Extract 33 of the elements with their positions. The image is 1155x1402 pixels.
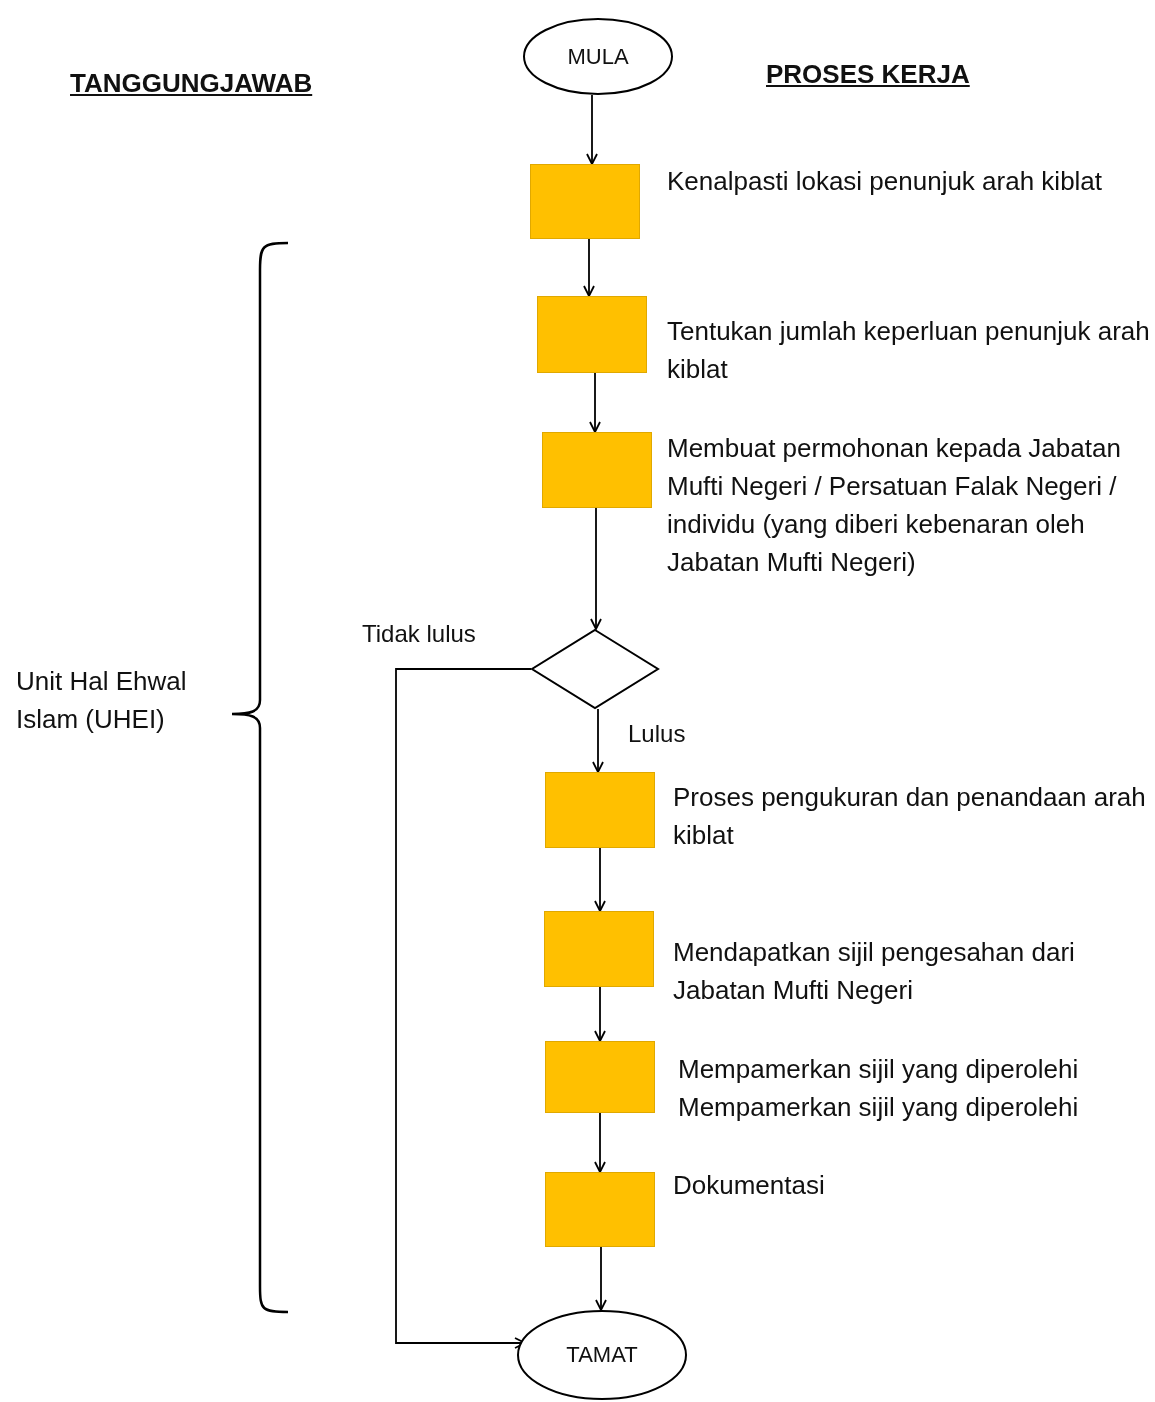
node-label: MULA	[567, 43, 629, 70]
decision-diamond	[531, 629, 659, 709]
heading-label: PROSES KERJA	[766, 58, 970, 91]
arrow	[594, 986, 606, 1042]
arrow	[395, 668, 532, 1349]
arrow	[589, 372, 601, 433]
heading-label: TANGGUNGJAWAB	[70, 67, 313, 100]
step-description: Membuat permohonan kepada Jabatan Mufti Negeri / Persatuan Falak Negeri / individu (yang diberi kebenaran oleh Jabatan Mufti Negeri)	[667, 432, 1122, 579]
process-box	[530, 164, 640, 239]
step-description: Kenalpasti lokasi penunjuk arah kiblat	[667, 165, 1104, 198]
arrow	[595, 1246, 607, 1311]
responsibility-label: Unit Hal Ehwal Islam (UHEI)	[16, 665, 188, 736]
process-box	[537, 296, 647, 373]
process-box	[545, 1172, 655, 1247]
terminator-ellipse	[517, 1310, 687, 1400]
process-box	[542, 432, 652, 508]
process-box	[545, 772, 655, 848]
arrow	[583, 238, 595, 297]
arrow	[586, 94, 598, 165]
terminator-ellipse	[523, 18, 673, 95]
step-description: Mendapatkan sijil pengesahan dari Jabatan Mufti Negeri	[673, 936, 1076, 1007]
step-description: Mempamerkan sijil yang diperolehi	[678, 1053, 1080, 1086]
step-description: Proses pengukuran dan penandaan arah kiblat	[673, 781, 1147, 852]
step-description: Dokumentasi	[673, 1169, 826, 1202]
arrow	[592, 708, 604, 773]
arrow	[594, 847, 606, 912]
node-label: TAMAT	[566, 1342, 638, 1368]
arrow	[594, 1112, 606, 1173]
process-box	[544, 911, 654, 987]
arrow	[590, 507, 602, 630]
step-description: Mempamerkan sijil yang diperolehi	[678, 1091, 1080, 1124]
process-box	[545, 1041, 655, 1113]
step-description: Tentukan jumlah keperluan penunjuk arah kiblat	[667, 315, 1151, 386]
